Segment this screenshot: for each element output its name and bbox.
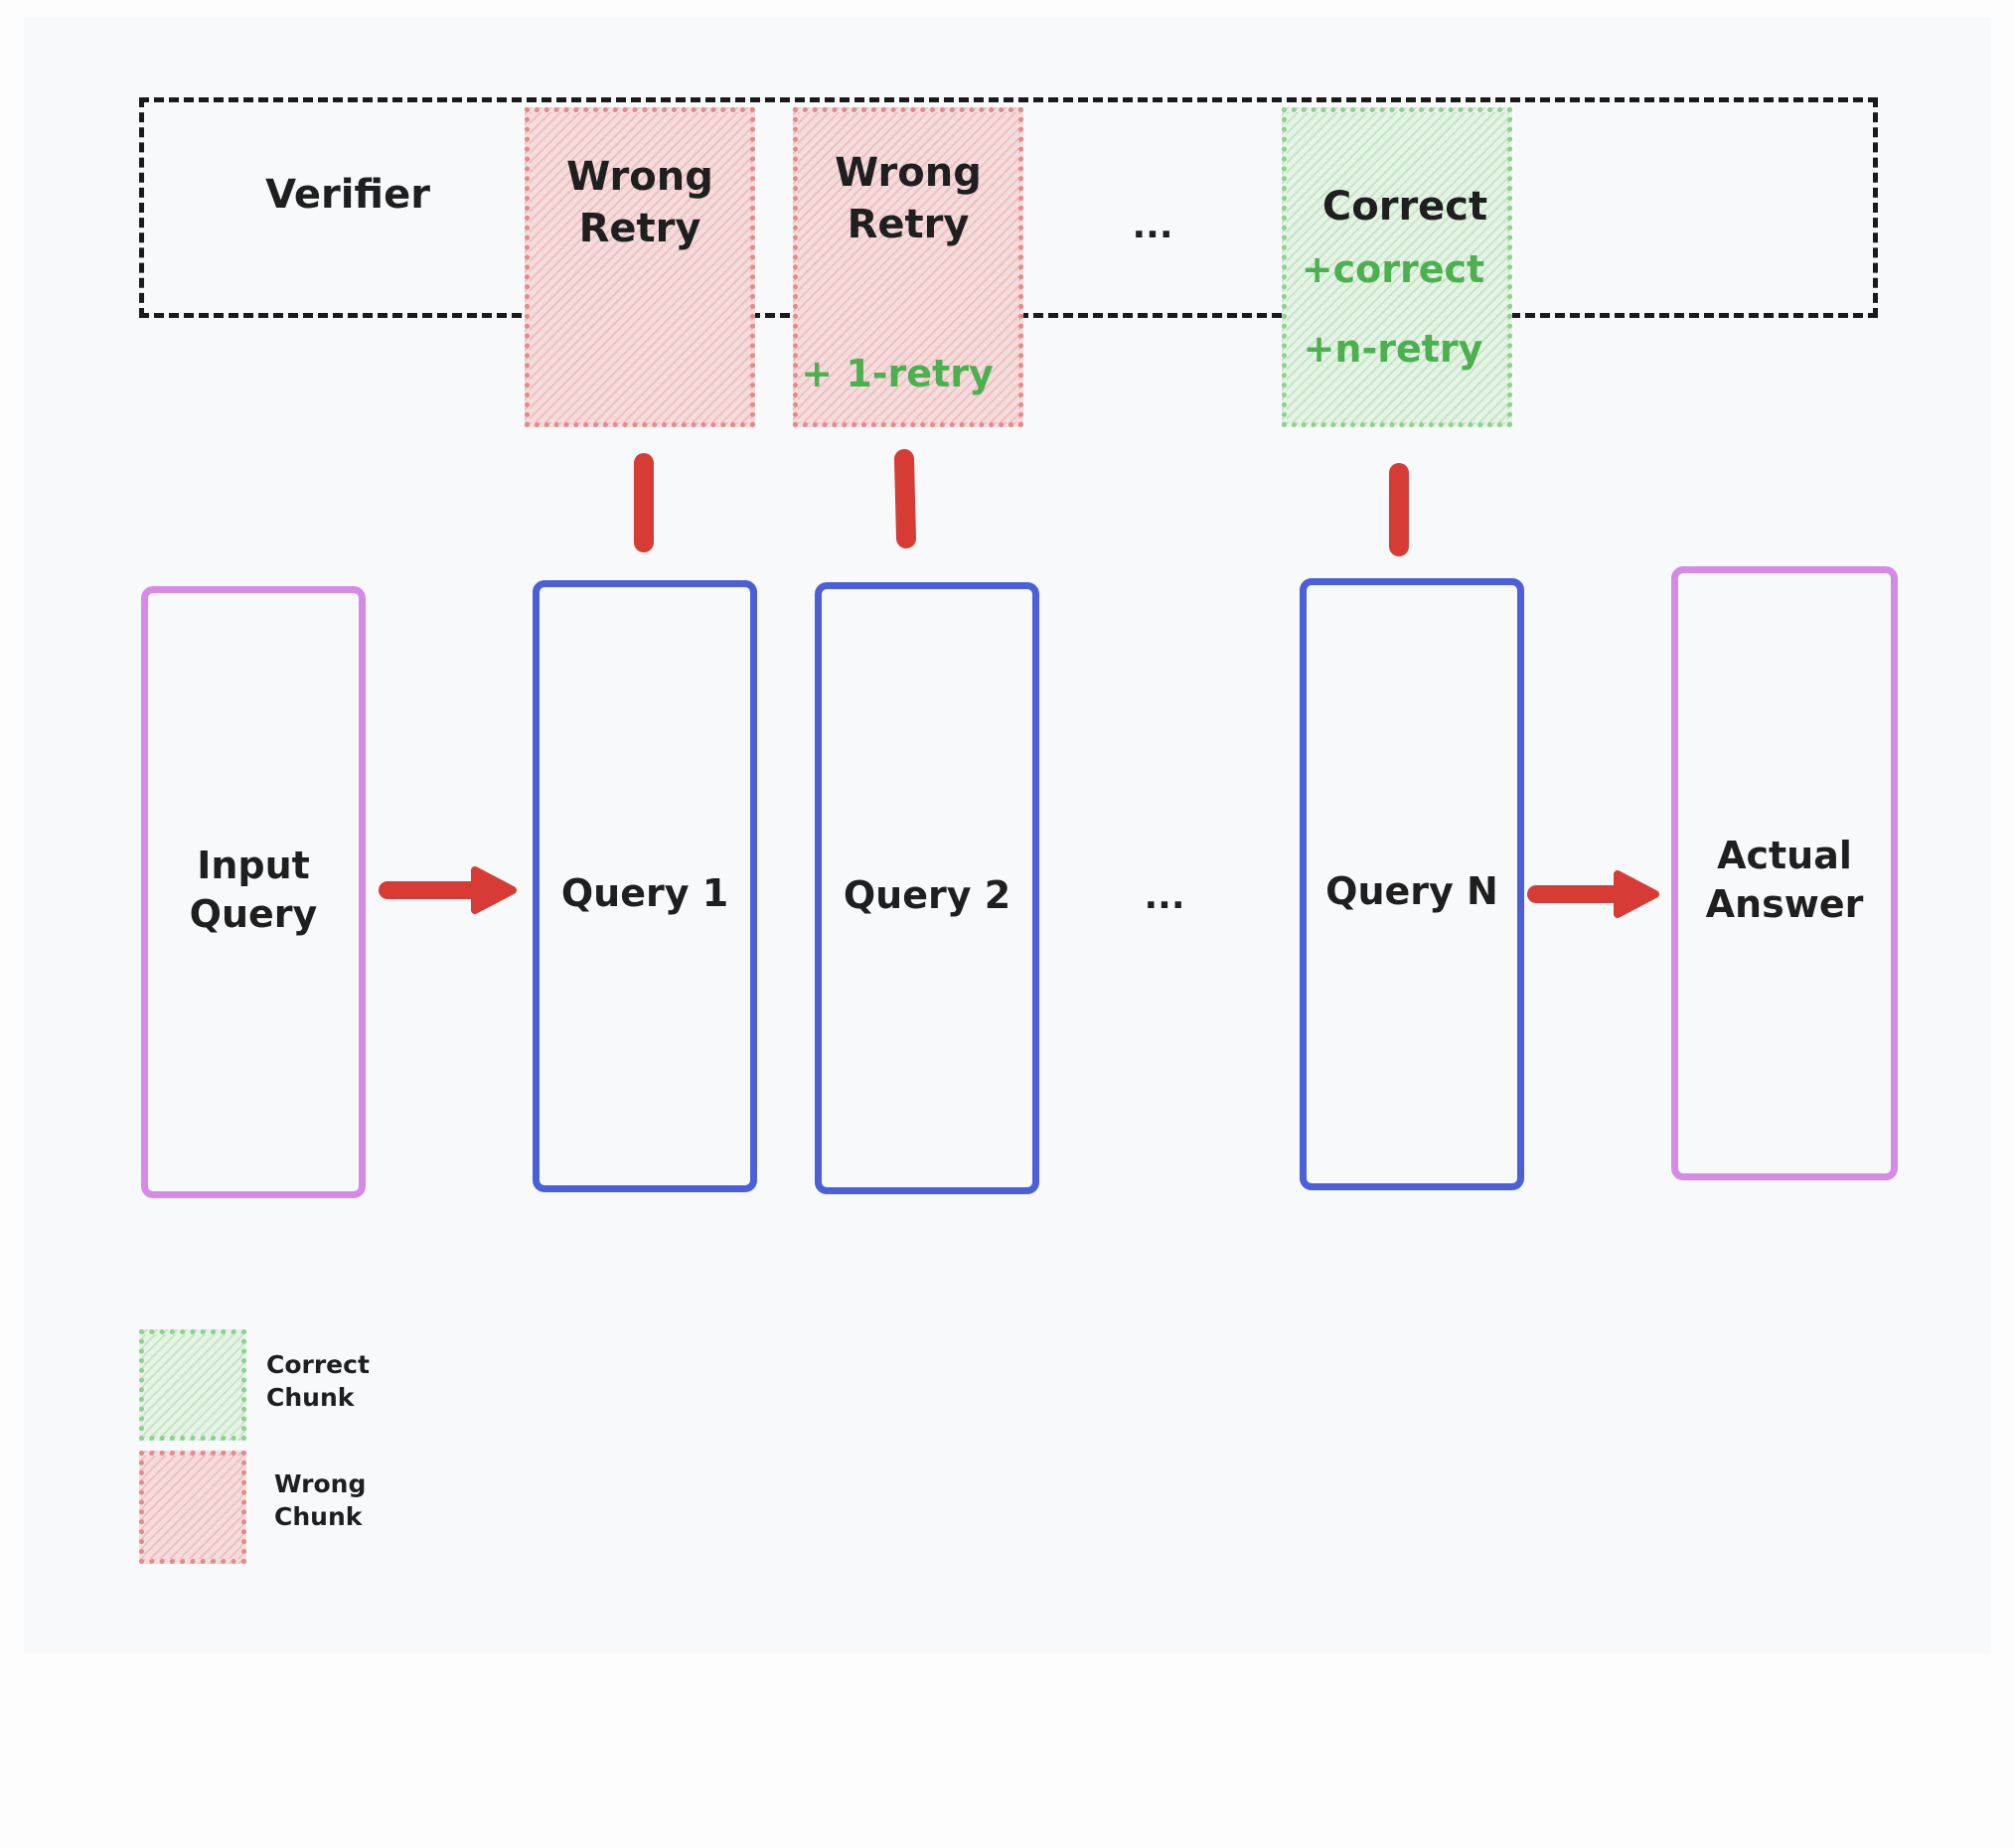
query-n-box: Query N [1300,578,1524,1190]
verifier-slot-2-label: Wrong Retry [835,150,982,247]
pipeline-ellipsis: ... [1144,876,1185,917]
legend-wrong-label: Wrong Chunk [274,1469,367,1531]
verifier-title: Verifier [265,172,430,218]
query-2-box: Query 2 [815,582,1039,1194]
input-query-label: Input Query [189,844,318,937]
query-1-box: Query 1 [533,580,757,1192]
actual-answer-box: Actual Answer [1671,566,1898,1180]
input-query-box: Input Query [141,586,366,1198]
query-n-label: Query N [1325,869,1498,913]
verifier-slot-3-ellipsis: ... [1132,206,1173,246]
verifier-slot-4-note: +correct +n-retry [1301,247,1485,371]
legend-correct-label: Correct Chunk [266,1350,370,1412]
actual-answer-label: Actual Answer [1705,834,1864,927]
verifier-slot-1-chunk [525,107,755,427]
verifier-slot-4-label: Correct [1321,184,1488,230]
arrow-input-to-query-1-head [471,866,517,914]
legend-correct-swatch [139,1329,246,1441]
query-2-label: Query 2 [843,873,1011,917]
verifier-slot-1-label: Wrong Retry [566,154,713,251]
arrow-query-n-to-answer-head [1614,870,1659,918]
verifier-slot-2-chunk [793,107,1023,427]
legend-wrong-swatch [139,1451,246,1564]
connector-query-2 [894,449,916,548]
verifier-slot-4-chunk [1282,107,1512,427]
verifier-slot-2-note: + 1-retry [801,352,994,395]
query-1-label: Query 1 [560,871,729,915]
